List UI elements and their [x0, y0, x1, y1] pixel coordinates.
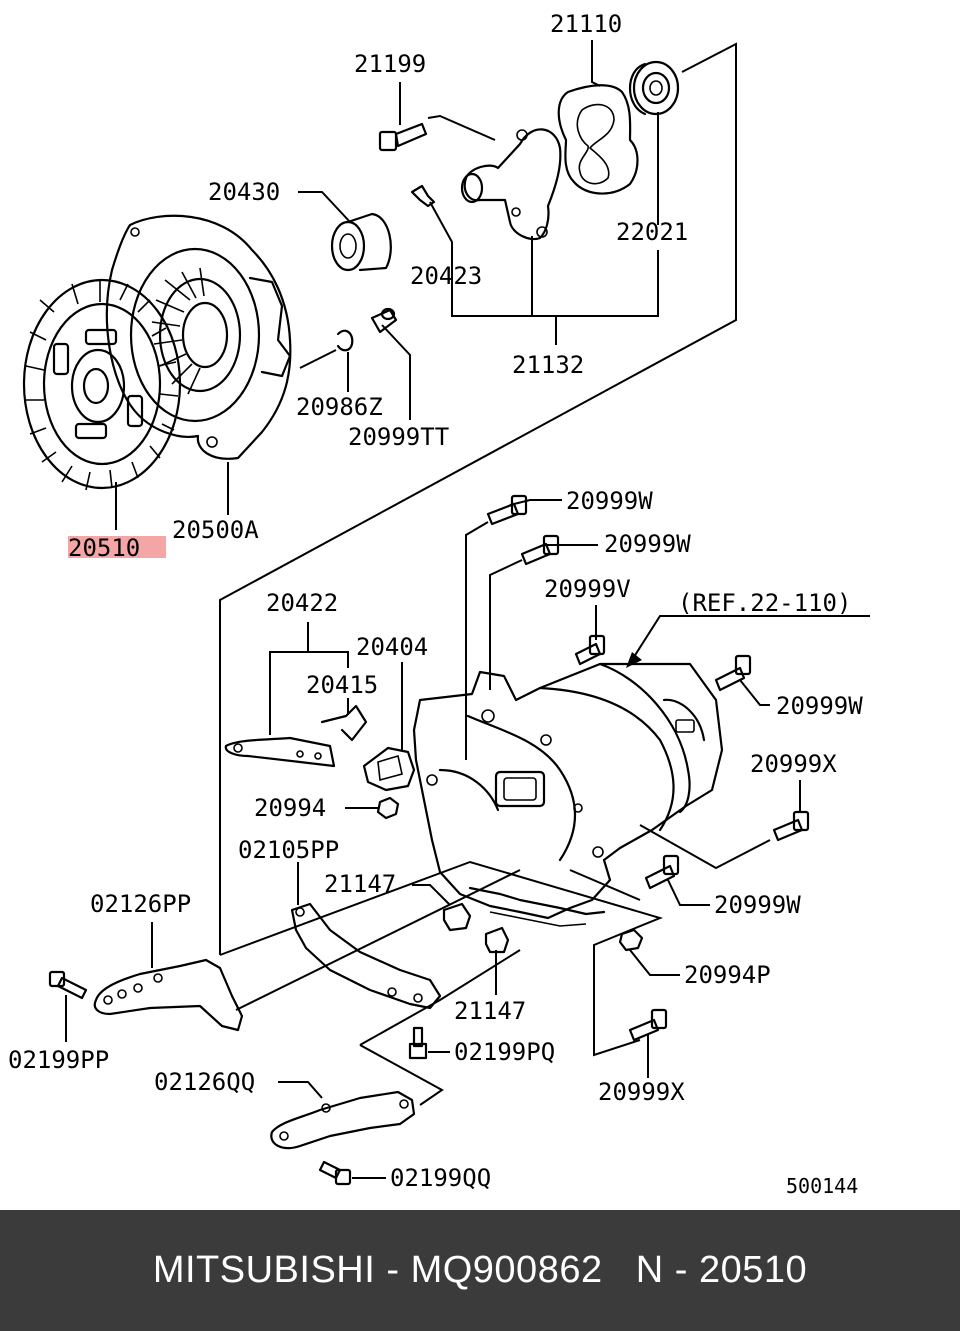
label-20500a[interactable]: 20500A — [172, 516, 259, 544]
bolt-02199qq — [318, 1160, 352, 1186]
pressure-plate-20500a — [105, 214, 292, 460]
bracket-02126qq — [270, 1090, 416, 1150]
bracket-02126pp — [93, 958, 244, 1032]
label-20999v[interactable]: 20999V — [544, 575, 631, 603]
label-21132[interactable]: 21132 — [512, 351, 584, 379]
lower-cover — [468, 886, 606, 927]
label-02199pq[interactable]: 02199PQ — [454, 1038, 555, 1066]
label-02126pp[interactable]: 02126PP — [90, 890, 191, 918]
label-21147-1[interactable]: 21147 — [324, 870, 396, 898]
leader-lines — [65, 40, 870, 1179]
label-20999x-1[interactable]: 20999X — [750, 750, 837, 778]
clip-20986z — [336, 329, 354, 352]
bolt-20999w-3 — [714, 654, 752, 692]
label-20423[interactable]: 20423 — [410, 262, 482, 290]
label-22021[interactable]: 22021 — [616, 218, 688, 246]
bearing-22021 — [629, 60, 680, 116]
label-02105pp[interactable]: 02105PP — [238, 836, 339, 864]
label-02199pp[interactable]: 02199PP — [8, 1046, 109, 1074]
label-20986z[interactable]: 20986Z — [296, 393, 383, 421]
label-20999w-3[interactable]: 20999W — [776, 692, 863, 720]
bolt-20999w-4 — [644, 854, 680, 890]
release-bearing-20430 — [330, 212, 392, 272]
retainer-21132 — [460, 128, 562, 241]
bolt-20999v — [574, 634, 606, 666]
bolt-20999w-2 — [520, 534, 560, 566]
footer-bar: MITSUBISHI - MQ900862 N - 20510 — [0, 1210, 960, 1331]
spring-clip-20415 — [320, 704, 368, 742]
bolt-02199pq — [408, 1026, 428, 1060]
label-20510[interactable]: 20510 — [68, 534, 140, 562]
nut-20994p — [618, 928, 644, 952]
bolt-20999x-1 — [772, 810, 810, 842]
parts-diagram: 21110 21199 20430 22021 20423 21132 2098… — [8, 10, 870, 1198]
part-labels: 21110 21199 20430 22021 20423 21132 2098… — [8, 10, 863, 1198]
label-02199qq[interactable]: 02199QQ — [390, 1164, 491, 1192]
label-20999w-2[interactable]: 20999W — [604, 530, 691, 558]
label-20994p[interactable]: 20994P — [684, 961, 771, 989]
label-20999w-4[interactable]: 20999W — [714, 891, 801, 919]
nut-20994 — [376, 796, 400, 820]
label-02126qq[interactable]: 02126QQ — [154, 1068, 255, 1096]
label-20994[interactable]: 20994 — [254, 794, 326, 822]
label-20999w-1[interactable]: 20999W — [566, 487, 653, 515]
label-20422[interactable]: 20422 — [266, 589, 338, 617]
bolt-02199pp — [48, 970, 88, 1000]
bolt-20999x-2 — [628, 1008, 668, 1042]
release-fork-20422 — [224, 736, 336, 768]
bolt-20423 — [410, 184, 436, 208]
clutch-housing — [412, 662, 724, 920]
label-diagram-id: 500144 — [786, 1174, 858, 1198]
crossmember-02105pp — [290, 902, 442, 1010]
footer-part-info: MITSUBISHI - MQ900862 N - 20510 — [152, 1249, 808, 1291]
label-21199[interactable]: 21199 — [354, 50, 426, 78]
bolt-20999w-1 — [486, 494, 528, 526]
label-20404[interactable]: 20404 — [356, 633, 428, 661]
label-21110[interactable]: 21110 — [550, 10, 622, 38]
pivot-20999tt — [370, 307, 398, 334]
label-20430[interactable]: 20430 — [208, 178, 280, 206]
bushing-21147-2 — [484, 926, 510, 954]
gasket-21110 — [557, 84, 639, 195]
bushing-21147-1 — [442, 902, 472, 932]
boot-20404 — [362, 746, 416, 792]
label-20415[interactable]: 20415 — [306, 671, 378, 699]
label-ref-22-110[interactable]: (REF.22-110) — [678, 589, 851, 617]
label-20999x-2[interactable]: 20999X — [598, 1078, 685, 1106]
part-highlight — [68, 536, 166, 558]
bolt-21199 — [378, 122, 428, 152]
clutch-disc-20510 — [22, 278, 182, 491]
label-20999tt[interactable]: 20999TT — [348, 423, 449, 451]
label-21147-2[interactable]: 21147 — [454, 997, 526, 1025]
